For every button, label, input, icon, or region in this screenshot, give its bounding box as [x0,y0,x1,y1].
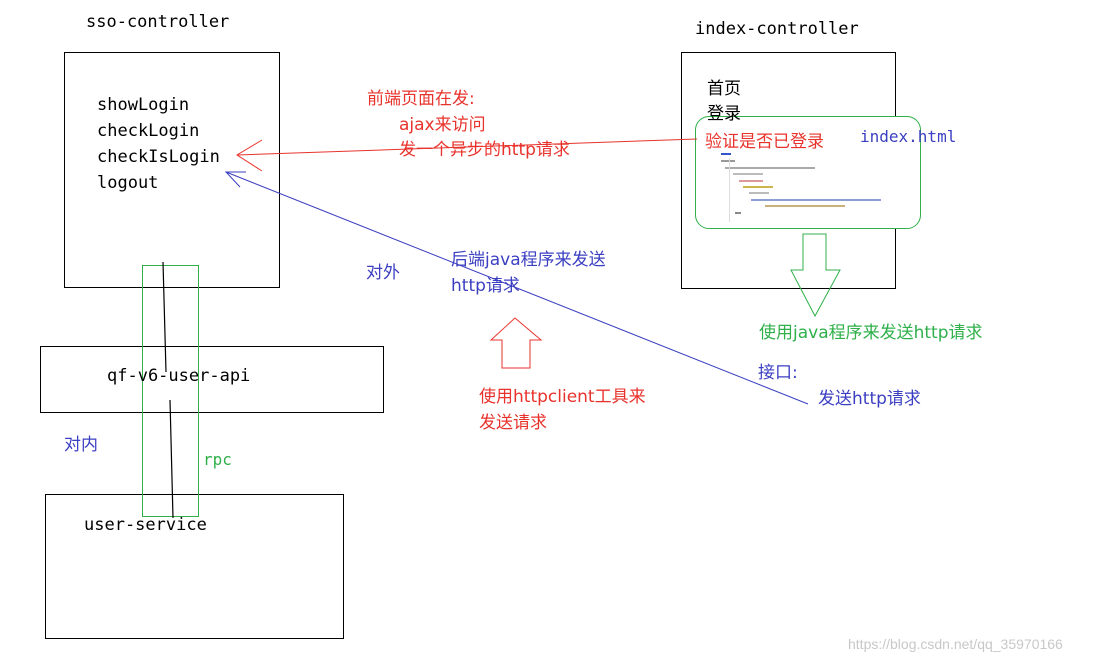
user-api-box [40,346,384,413]
index-controller-title: index-controller [695,19,859,39]
backend-label-line2: http请求 [451,276,520,296]
index-verify-label: 验证是否已登录 [705,127,824,152]
backend-label-line1: 后端java程序来发送 [451,250,606,270]
index-file-label: index.html [860,127,957,146]
index-home-label: 首页 [707,79,741,99]
sso-to-api-line [162,261,167,373]
method-show-login: showLogin [97,95,190,115]
rpc-label: rpc [203,450,232,469]
user-api-label: qf-v6-user-api [107,366,251,386]
sso-controller-box [64,52,280,288]
java-send-label: 使用java程序来发送http请求 [759,323,983,343]
rpc-channel [142,265,199,517]
api-to-service-line [169,399,174,519]
internal-label: 对内 [64,435,98,455]
frontend-label-line3: 发一个异步的http请求 [399,140,570,160]
frontend-ajax-arrow-line [236,138,698,156]
java-send-down-arrow [790,233,841,318]
method-check-is-login: checkIsLogin [97,147,220,167]
user-service-box [45,494,344,639]
httpclient-label-line1: 使用httpclient工具来 [479,387,646,407]
sso-controller-title: sso-controller [86,12,230,32]
method-logout: logout [97,173,159,193]
interface-label-line1: 接口: [758,363,798,383]
interface-label-line2: 发送http请求 [818,389,921,409]
httpclient-up-arrow [489,317,543,369]
watermark: https://blog.csdn.net/qq_35970166 [848,636,1063,652]
httpclient-label-line2: 发送请求 [479,413,547,433]
backend-http-arrowhead [224,171,246,188]
user-service-label: user-service [84,515,207,535]
frontend-ajax-arrowhead [236,139,263,172]
frontend-label-line2: ajax来访问 [399,115,486,135]
index-login-label: 登录 [707,104,741,124]
external-label: 对外 [366,263,400,283]
method-check-login: checkLogin [97,121,200,141]
backend-http-arrow-line [225,171,809,405]
code-thumbnail [715,150,905,225]
frontend-label-line1: 前端页面在发: [367,89,475,109]
